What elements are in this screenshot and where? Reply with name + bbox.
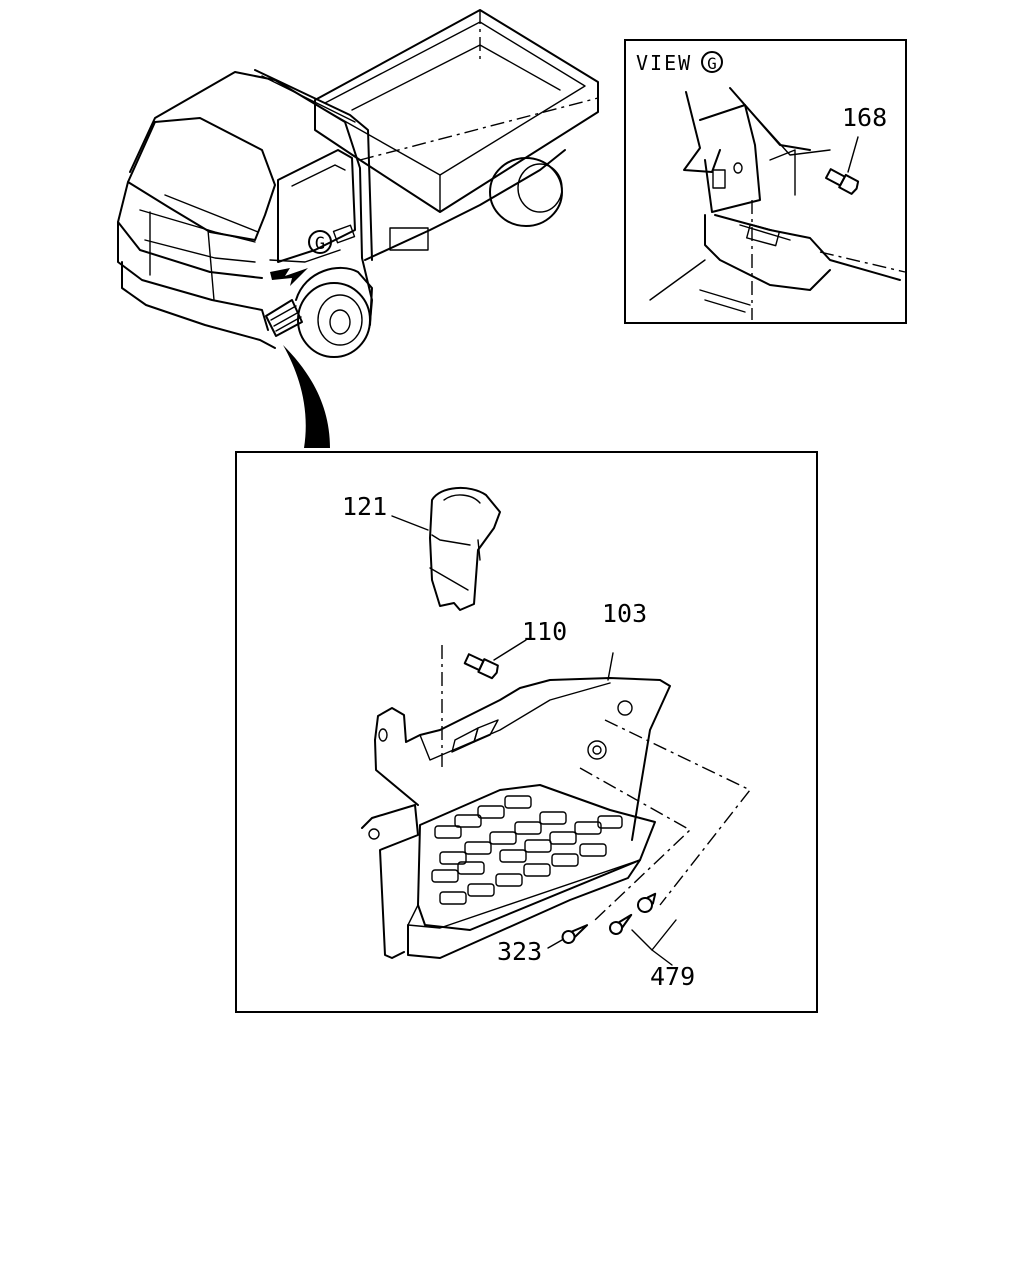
callout-323: 323 bbox=[497, 937, 542, 966]
view-g-marker: G bbox=[308, 230, 332, 254]
view-g-title: VIEW G bbox=[636, 51, 723, 75]
view-g-marker-letter: G bbox=[315, 234, 325, 254]
detail-frame bbox=[235, 451, 818, 1013]
callout-479: 479 bbox=[650, 962, 695, 991]
part-479-screw-pair bbox=[609, 892, 677, 966]
detail-pointer-arrow bbox=[283, 345, 330, 448]
view-g-bracket-drawing bbox=[649, 87, 906, 320]
view-g-title-word: VIEW bbox=[636, 51, 692, 75]
part-121-cover bbox=[391, 486, 501, 611]
part-323-screw bbox=[547, 924, 589, 949]
view-g-inset-frame bbox=[624, 39, 907, 324]
callout-121: 121 bbox=[342, 492, 387, 521]
part-103-step-assembly bbox=[361, 652, 752, 959]
view-g-title-letter: G bbox=[707, 54, 717, 73]
callout-168: 168 bbox=[842, 103, 887, 132]
part-110-bolt bbox=[441, 639, 527, 770]
callout-103: 103 bbox=[602, 599, 647, 628]
truck-illustration bbox=[117, 9, 599, 358]
callout-110: 110 bbox=[522, 617, 567, 646]
